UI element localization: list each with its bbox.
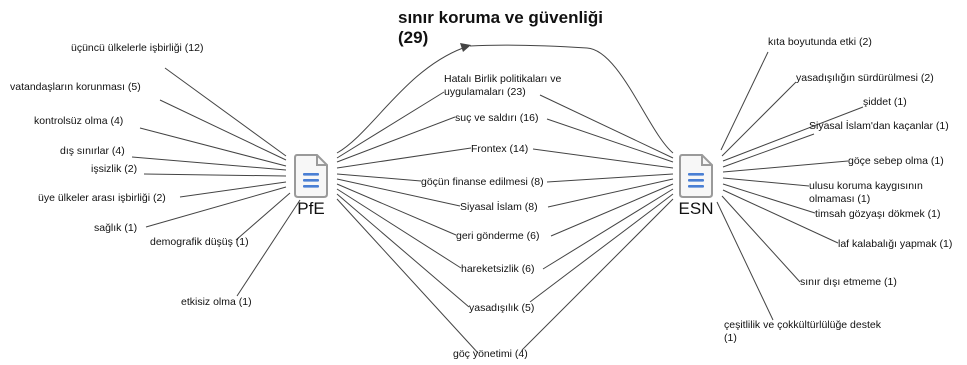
link-esn-gocesebep xyxy=(722,160,849,173)
link-esn-cesitlilik xyxy=(716,201,774,321)
link-pfe-hatali xyxy=(336,91,445,159)
central-code-name: sınır koruma ve güvenliği xyxy=(398,8,604,27)
code-label-ucuncu-ulkelerle[interactable]: üçüncü ülkelerle işbirliği (12) xyxy=(71,42,204,54)
link-pfe-issizlik xyxy=(143,173,287,177)
code-label-dis-sinirlar[interactable]: dış sınırlar (4) xyxy=(60,145,125,157)
link-pfe-vatandas xyxy=(159,99,287,161)
link-esn-ulusu xyxy=(722,177,810,187)
link-pfe-ucuncu xyxy=(164,67,287,157)
code-label-yasadisiligin-surdurulmesi[interactable]: yasadışılığın sürdürülmesi (2) xyxy=(796,72,934,84)
link-esn-kacanlar xyxy=(722,133,815,168)
document-node-esn[interactable]: ESN xyxy=(676,154,716,219)
link-esn-yasadisilik xyxy=(721,81,797,157)
link-esn-sinir-koruma xyxy=(469,44,674,154)
document-icon xyxy=(679,154,713,198)
central-code-title: sınır koruma ve güvenliği (29) xyxy=(398,8,603,48)
link-pfe-finans xyxy=(336,173,422,182)
link-pfe-demografik xyxy=(235,192,291,241)
link-pfe-gocyon xyxy=(336,198,479,354)
code-label-gocun-finanse[interactable]: göçün finanse edilmesi (8) xyxy=(421,176,544,188)
link-esn-geri xyxy=(550,183,674,237)
link-pfe-uye xyxy=(179,181,287,198)
code-label-sinir-disi-etmeme[interactable]: sınır dışı etmeme (1) xyxy=(800,276,897,288)
link-esn-timsah xyxy=(722,183,816,214)
link-esn-siddet xyxy=(722,106,864,162)
link-pfe-etkisiz xyxy=(236,199,301,297)
code-label-vatandaslarin-korunmasi[interactable]: vatandaşların korunması (5) xyxy=(10,81,141,93)
code-label-yasadisilik[interactable]: yasadışılık (5) xyxy=(469,302,535,314)
link-esn-gocyon xyxy=(521,198,674,351)
link-esn-suc xyxy=(546,118,674,163)
code-label-kita-boyutunda[interactable]: kıta boyutunda etki (2) xyxy=(768,36,872,48)
code-label-ulusu-koruma[interactable]: ulusu koruma kaygısının olmaması (1) xyxy=(809,180,923,205)
document-node-pfe[interactable]: PfE xyxy=(291,154,331,219)
link-pfe-sinir-koruma xyxy=(336,47,464,154)
code-label-siddet[interactable]: şiddet (1) xyxy=(863,96,907,108)
link-esn-siyasal xyxy=(547,178,674,208)
code-label-saglik[interactable]: sağlık (1) xyxy=(94,222,138,234)
code-label-hareketsizlik[interactable]: hareketsizlik (6) xyxy=(461,263,535,275)
link-esn-finans xyxy=(546,173,674,183)
link-esn-sinirdisi xyxy=(721,195,801,283)
document-node-label: ESN xyxy=(678,199,714,218)
code-label-cesitlilik[interactable]: çeşitlilik ve çokkültürlülüğe destek (1) xyxy=(724,319,881,344)
link-esn-hatali xyxy=(539,94,674,159)
link-pfe-siyasal xyxy=(336,178,461,207)
link-pfe-saglik xyxy=(145,186,287,228)
code-label-timsah-gozyasi[interactable]: timsah gözyaşı dökmek (1) xyxy=(815,208,941,220)
code-label-suc-ve-saldiri[interactable]: suç ve saldırı (16) xyxy=(455,112,539,124)
code-label-uye-ulkeler[interactable]: üye ülkeler arası işbirliği (2) xyxy=(38,192,166,204)
link-pfe-yasadisi xyxy=(336,193,470,308)
code-label-kontrolsuz-olma[interactable]: kontrolsüz olma (4) xyxy=(34,115,124,127)
code-label-demografik-dusus[interactable]: demografik düşüş (1) xyxy=(150,236,249,248)
code-label-siyasal-islamdan-kacanlar[interactable]: Siyasal İslam'dan kaçanlar (1) xyxy=(809,120,949,132)
code-label-frontex[interactable]: Frontex (14) xyxy=(471,143,529,155)
code-label-laf-kalabaligi[interactable]: laf kalabalığı yapmak (1) xyxy=(838,238,953,250)
code-label-siyasal-islam[interactable]: Siyasal İslam (8) xyxy=(460,201,538,213)
link-pfe-kontrolsuz xyxy=(139,127,287,167)
link-pfe-suc xyxy=(336,116,456,163)
code-label-hatali-birlik[interactable]: Hatalı Birlik politikaları ve uygulamala… xyxy=(444,73,562,98)
code-label-geri-gonderme[interactable]: geri gönderme (6) xyxy=(456,230,540,242)
link-esn-frontex xyxy=(532,148,674,169)
link-pfe-frontex xyxy=(336,147,472,169)
link-esn-yasadisi xyxy=(529,193,674,303)
document-icon xyxy=(294,154,328,198)
link-esn-kita xyxy=(720,51,769,151)
link-esn-laf xyxy=(722,189,839,244)
link-pfe-dis xyxy=(131,156,287,171)
arrow-head xyxy=(460,43,471,52)
link-pfe-hareketsiz xyxy=(336,188,462,269)
code-label-goc-yonetimi[interactable]: göç yönetimi (4) xyxy=(453,348,528,360)
link-esn-hareketsiz xyxy=(542,188,674,270)
code-label-goce-sebep-olma[interactable]: göçe sebep olma (1) xyxy=(848,155,944,167)
code-label-etkisiz-olma[interactable]: etkisiz olma (1) xyxy=(181,296,252,308)
code-label-issizlik[interactable]: işsizlik (2) xyxy=(91,163,138,175)
link-pfe-geri xyxy=(336,183,457,236)
central-code-count: (29) xyxy=(398,28,429,47)
document-node-label: PfE xyxy=(297,199,325,218)
